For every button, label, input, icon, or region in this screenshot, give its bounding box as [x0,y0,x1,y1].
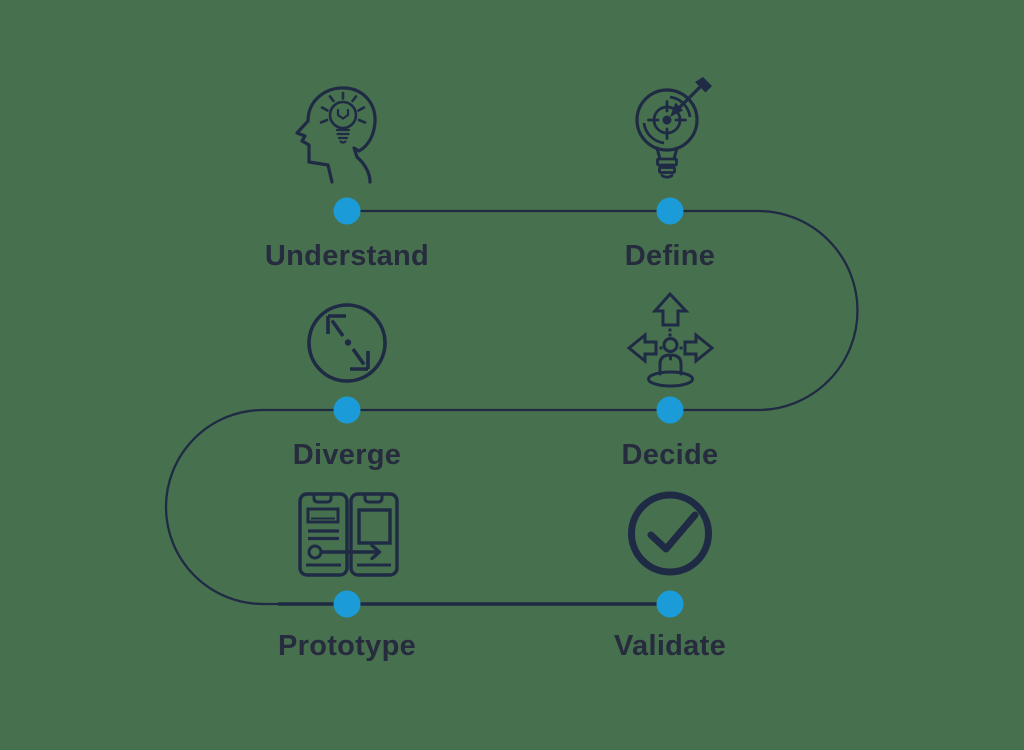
stage-dot-define [656,197,684,225]
stage-dot-prototype [333,590,361,618]
person-direction-arrows-icon [617,292,727,392]
phone-wireframes-icon [295,490,400,580]
stage-label-prototype: Prototype [277,630,417,662]
stage-label-diverge: Diverge [292,439,402,471]
target-lightbulb-icon [625,76,715,181]
check-circle-icon [623,486,718,581]
stage-label-validate: Validate [613,630,726,662]
connector-line [164,209,859,606]
stage-dot-validate [656,590,684,618]
stage-label-understand: Understand [264,240,430,272]
stage-dot-understand [333,197,361,225]
head-lightbulb-icon [286,84,411,189]
stage-dot-diverge [333,396,361,424]
diverge-arrows-circle-icon [302,299,392,389]
stage-label-define: Define [624,240,716,272]
stage-label-decide: Decide [621,439,719,471]
stage-dot-decide [656,396,684,424]
